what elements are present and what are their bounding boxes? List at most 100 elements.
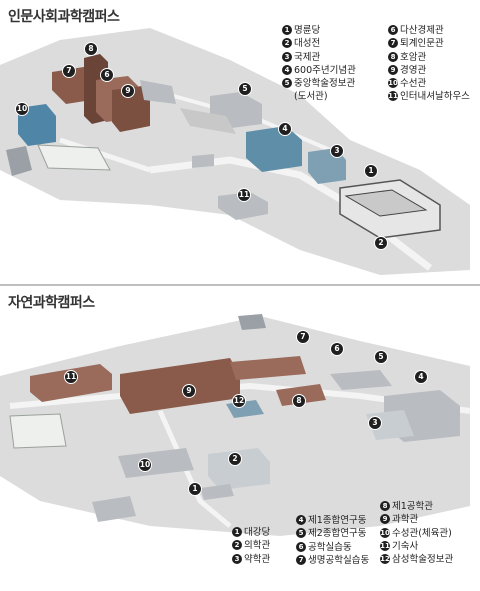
- legend-label: 대성전: [294, 38, 321, 50]
- map-marker-1: 1: [188, 482, 202, 496]
- map-marker-8: 8: [84, 42, 98, 56]
- building-medical: [208, 448, 270, 490]
- legend-label: 대강당: [244, 527, 271, 538]
- map-marker-8: 8: [292, 394, 306, 408]
- map-marker-3: 3: [330, 144, 344, 158]
- legend-badge: 12: [380, 554, 390, 565]
- legend-label: 기숙사: [392, 540, 419, 552]
- legend-label: 약학관: [244, 553, 271, 565]
- legend-label: 제2종합연구동: [308, 528, 367, 540]
- building-small: [192, 154, 214, 168]
- building-business: [112, 86, 150, 132]
- map-marker-10: 10: [15, 102, 29, 116]
- legend-label: 다산경제관: [400, 25, 444, 36]
- map-marker-7: 7: [296, 330, 310, 344]
- legend-badge: 5: [282, 78, 292, 89]
- building-engineering-lab: [230, 356, 306, 380]
- building-auditorium: [200, 484, 234, 500]
- legend-label: 공학실습동: [308, 541, 352, 553]
- legend-label: 국제관: [294, 51, 321, 63]
- legend-label: 수선관: [400, 78, 427, 90]
- building-gym: [118, 448, 194, 478]
- map-marker-2: 2: [374, 236, 388, 250]
- legend-badge: 3: [282, 51, 292, 62]
- legend-badge: 11: [388, 91, 398, 102]
- legend-badge: 4: [282, 64, 292, 75]
- legend-badge: 3: [232, 553, 242, 564]
- legend-label: 수성관(체육관): [392, 527, 452, 539]
- building-research-2: [330, 370, 392, 390]
- map-marker-10: 10: [138, 458, 152, 472]
- map-marker-3: 3: [368, 416, 382, 430]
- legend-label: 명륜당: [294, 25, 321, 36]
- legend-label: 제1공학관: [392, 501, 434, 512]
- humanities-campus-title: 인문사회과학캠퍼스: [8, 9, 120, 25]
- legend-badge: 7: [296, 554, 306, 565]
- legend-label: 과학관: [392, 514, 419, 526]
- map-marker-4: 4: [414, 370, 428, 384]
- building-science: [120, 358, 240, 414]
- legend-badge: 2: [232, 540, 242, 551]
- map-marker-6: 6: [330, 342, 344, 356]
- legend-badge: 10: [388, 78, 398, 89]
- legend-label: 의학관: [244, 540, 271, 552]
- main-road: [149, 156, 433, 271]
- natural-campus-title: 자연과학캠퍼스: [8, 295, 95, 311]
- legend-label: 삼성학술정보관: [392, 554, 454, 566]
- building-grey-2: [180, 108, 236, 134]
- legend-label: 퇴계인문관: [400, 38, 444, 50]
- legend-badge: 4: [296, 515, 306, 525]
- map-marker-11: 11: [237, 188, 251, 202]
- building-suseon: [18, 104, 56, 146]
- map-marker-7: 7: [62, 64, 76, 78]
- legend-badge: 11: [380, 540, 390, 551]
- map-marker-5: 5: [238, 82, 252, 96]
- legend-label: 경영관: [400, 64, 427, 76]
- legend-badge: 5: [296, 528, 306, 539]
- legend-label: 인터내셔날하우스: [400, 91, 470, 103]
- map-marker-9: 9: [121, 84, 135, 98]
- legend-badge: 1: [282, 25, 292, 35]
- legend-badge: 6: [296, 541, 306, 552]
- building-600th: [246, 126, 302, 172]
- humanities-campus-panel: 인문사회과학캠퍼스 8 7 6 9 10 5 4 3: [0, 0, 480, 285]
- campus-ground: [0, 316, 470, 536]
- map-marker-1: 1: [364, 164, 378, 178]
- natural-campus-map: [0, 314, 471, 536]
- legend-label: 600주년기념관: [294, 64, 356, 76]
- legend-sub-label: (도서관): [294, 91, 328, 103]
- map-marker-5: 5: [374, 350, 388, 364]
- legend-badge: 2: [282, 38, 292, 49]
- panel-divider: [0, 284, 480, 286]
- legend-badge: 7: [388, 38, 398, 49]
- building-grey-1: [140, 80, 176, 104]
- legend-badge: 8: [388, 51, 398, 62]
- legend-badge: 10: [380, 527, 390, 538]
- legend-badge: 8: [380, 501, 390, 511]
- legend-badge: 1: [232, 527, 242, 537]
- map-marker-4: 4: [278, 122, 292, 136]
